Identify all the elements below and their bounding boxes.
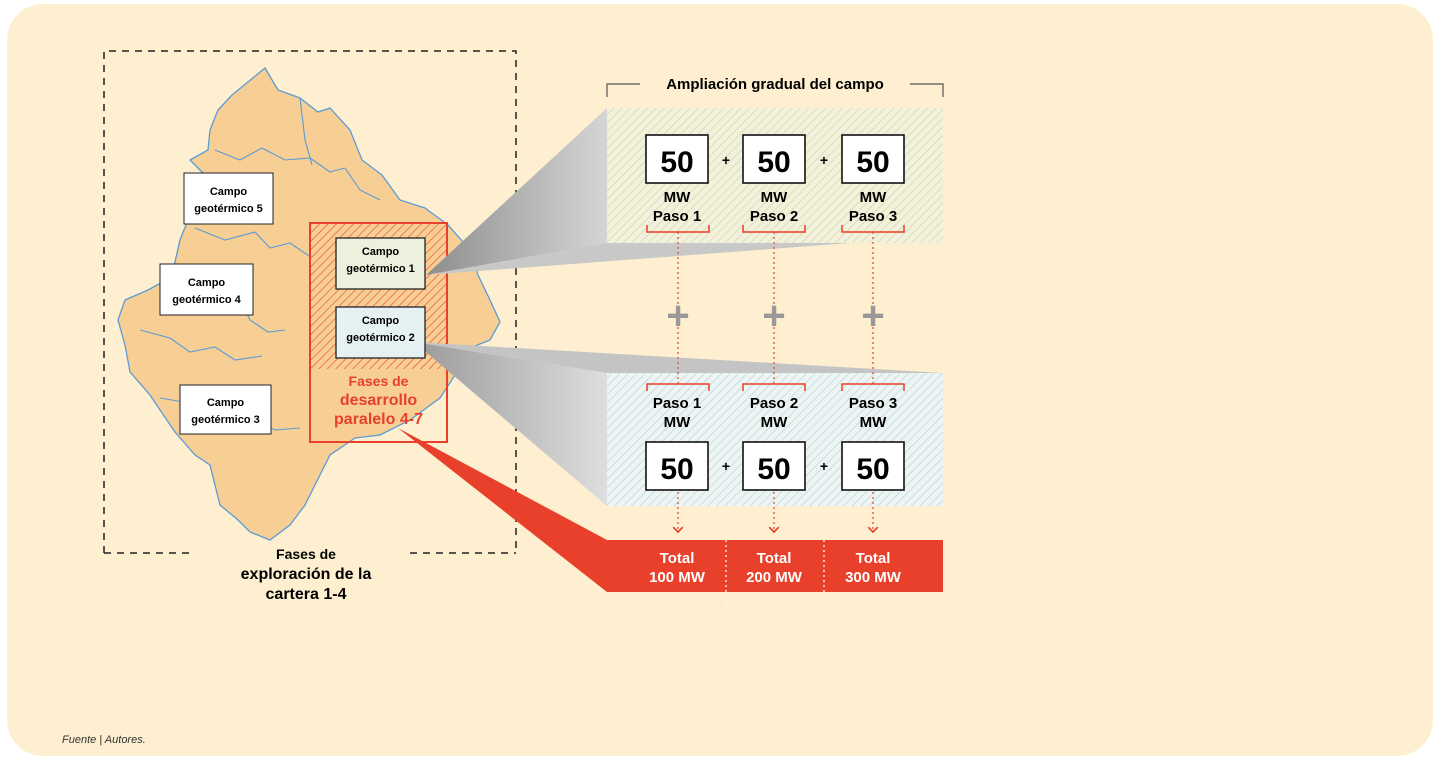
top-value-2: 50 [757, 146, 790, 179]
projection-red [398, 428, 607, 592]
total-label-3: Total [856, 550, 891, 567]
field-box-2: Campo geotérmico 2 [335, 306, 426, 359]
step-brackets [646, 225, 905, 391]
bottom-step-2: Paso 2 [750, 395, 798, 412]
total-label-1: Total [660, 550, 695, 567]
total-label-2: Total [757, 550, 792, 567]
projection-top [426, 108, 607, 275]
top-unit-2: MW [761, 189, 788, 206]
svg-text:Campo: Campo [362, 246, 400, 258]
svg-text:Campo: Campo [210, 186, 248, 198]
bottom-plus-2: + [820, 458, 828, 474]
exploration-label-line3: cartera 1-4 [266, 586, 347, 603]
plus-icon: + [861, 294, 884, 338]
expansion-title-bracket: Ampliación gradual del campo [606, 76, 944, 97]
bottom-values: Paso 1 Paso 2 Paso 3 MW MW MW 50 50 50 +… [645, 395, 905, 491]
total-value-1: 100 MW [649, 569, 706, 586]
exploration-label-line2: exploración de la [241, 566, 372, 583]
top-values: 50 50 50 + + MW MW MW Paso 1 Paso 2 Paso… [645, 134, 905, 225]
top-value-3: 50 [856, 146, 889, 179]
bottom-value-2: 50 [757, 453, 790, 486]
projection-bottom [414, 342, 607, 506]
svg-text:geotérmico 2: geotérmico 2 [346, 332, 414, 344]
expansion-title: Ampliación gradual del campo [666, 76, 884, 93]
svg-text:geotérmico 3: geotérmico 3 [191, 414, 259, 426]
top-unit-3: MW [860, 189, 887, 206]
top-plus-1: + [722, 152, 730, 168]
top-step-2: Paso 2 [750, 208, 798, 225]
parallel-label-line3: paralelo 4-7 [334, 411, 423, 428]
exploration-frame [103, 50, 517, 553]
svg-text:Campo: Campo [188, 277, 226, 289]
field-box-5: Campo geotérmico 5 [183, 172, 274, 225]
field-box-1: Campo geotérmico 1 [335, 237, 426, 290]
top-step-3: Paso 3 [849, 208, 897, 225]
step-connectors [672, 232, 879, 534]
svg-text:Campo: Campo [362, 315, 400, 327]
bottom-step-1: Paso 1 [653, 395, 701, 412]
projection-top-lower [426, 236, 943, 275]
field-box-3: Campo geotérmico 3 [179, 384, 272, 435]
total-value-2: 200 MW [746, 569, 803, 586]
field-box-4: Campo geotérmico 4 [159, 263, 254, 316]
top-plus-2: + [820, 152, 828, 168]
svg-text:geotérmico 1: geotérmico 1 [346, 263, 414, 275]
svg-text:geotérmico 5: geotérmico 5 [194, 203, 262, 215]
bottom-unit-3: MW [860, 414, 887, 431]
parallel-label-line1: Fases de [349, 373, 409, 389]
bottom-value-3: 50 [856, 453, 889, 486]
bottom-unit-2: MW [761, 414, 788, 431]
svg-text:geotérmico 4: geotérmico 4 [172, 294, 241, 306]
middle-plus-row: + + + [666, 294, 884, 338]
total-value-3: 300 MW [845, 569, 902, 586]
totals-bar: Total 100 MW Total 200 MW Total 300 MW [607, 540, 943, 606]
top-step-1: Paso 1 [653, 208, 701, 225]
bottom-plus-1: + [722, 458, 730, 474]
bottom-value-1: 50 [660, 453, 693, 486]
top-value-1: 50 [660, 146, 693, 179]
svg-text:Campo: Campo [207, 397, 245, 409]
source-note: Fuente | Autores. [62, 734, 146, 746]
plus-icon: + [762, 294, 785, 338]
top-unit-1: MW [664, 189, 691, 206]
bottom-step-3: Paso 3 [849, 395, 897, 412]
plus-icon: + [666, 294, 689, 338]
bottom-unit-1: MW [664, 414, 691, 431]
parallel-label-line2: desarrollo [340, 392, 418, 409]
exploration-label-line1: Fases de [276, 546, 336, 562]
